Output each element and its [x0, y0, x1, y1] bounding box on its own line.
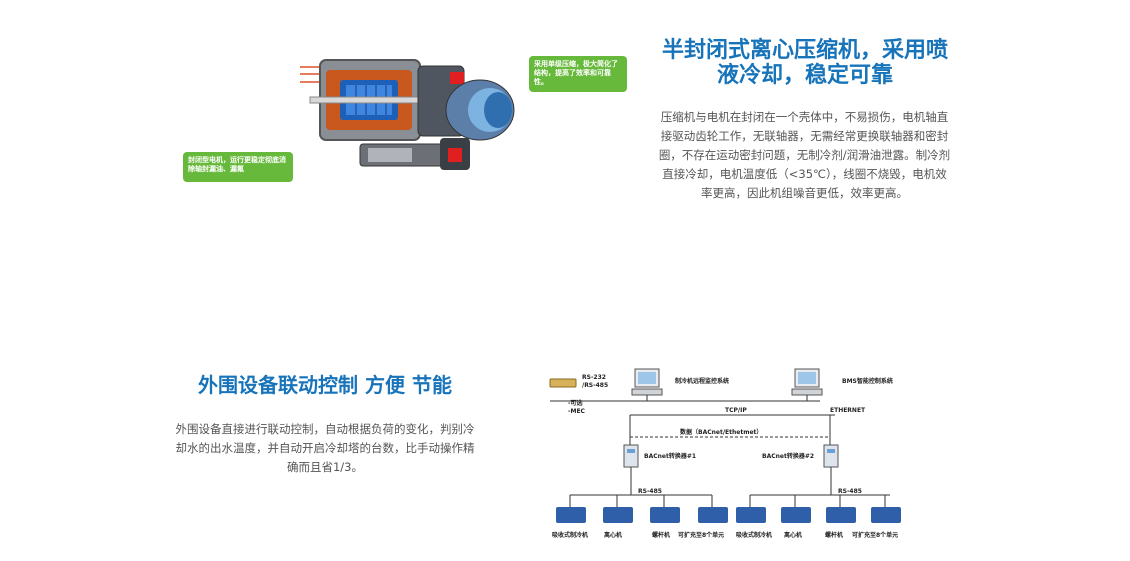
label-bms-system: BMS智能控制系统 [842, 377, 893, 385]
label-remote-system: 制冷机远程监控系统 [675, 377, 729, 385]
chiller-icon [603, 507, 633, 523]
bacnet-converter-1-icon [623, 444, 639, 468]
section1-body: 压缩机与电机在封闭在一个壳体中，不易损伤，电机轴直接驱动齿轮工作，无联轴器，无需… [658, 110, 951, 200]
chiller-icon [826, 507, 856, 523]
chiller-icon [871, 507, 901, 523]
label-rs485-right: RS-485 [838, 488, 862, 495]
chiller-group-right [736, 495, 901, 523]
label-right-3: 可扩充至8个单元 [852, 531, 898, 539]
label-converter2: BACnet转换器#2 [762, 452, 814, 460]
chiller-icon [781, 507, 811, 523]
label-left-3: 可扩充至8个单元 [678, 531, 724, 539]
compressor-cutaway-image [300, 59, 515, 170]
chiller-group-left [556, 495, 728, 523]
chiller-icon [736, 507, 766, 523]
label-rs485-top: /RS-485 [582, 382, 608, 389]
callout-sealed-motor: 封闭型电机，运行更稳定彻底消除轴封漏油、漏氟 [183, 152, 293, 182]
label-ethernet: ETHERNET [830, 407, 866, 414]
network-control-diagram: RS-232 /RS-485 -可选 -MEC 制冷机远程监控系统 BMS智能控… [549, 368, 901, 539]
label-mec: -MEC [568, 408, 586, 415]
remote-monitor-computer-icon [631, 368, 663, 396]
label-left-0: 吸收式制冷机 [552, 531, 588, 539]
label-right-1: 离心机 [784, 531, 802, 539]
label-converter1: BACnet转换器#1 [644, 452, 696, 460]
bms-computer-icon [791, 368, 823, 396]
label-data-bus: 数据（BACnet/Ethetmet） [680, 428, 762, 436]
label-right-0: 吸收式制冷机 [736, 531, 772, 539]
bacnet-converter-2-icon [823, 444, 839, 468]
label-tcpip: TCP/IP [725, 407, 747, 414]
section2-title: 外围设备联动控制 方便 节能 [198, 373, 452, 397]
chiller-icon [556, 507, 586, 523]
chiller-icon [698, 507, 728, 523]
label-right-2: 螺杆机 [825, 531, 843, 539]
chiller-icon [650, 507, 680, 523]
callout-single-stage-compression: 采用单级压缩，极大简化了结构，提高了效率和可靠性。 [529, 56, 627, 92]
modem-icon [549, 378, 577, 388]
section1-title: 半封闭式离心压缩机，采用喷液冷却，稳定可靠 [661, 38, 948, 88]
label-left-2: 螺杆机 [652, 531, 670, 539]
section2-body: 外围设备直接进行联动控制，自动根据负荷的变化，判别冷却水的出水温度，并自动开启冷… [175, 422, 475, 474]
label-rs232: RS-232 [582, 374, 606, 381]
label-rs485-left: RS-485 [638, 488, 662, 495]
label-left-1: 离心机 [604, 531, 622, 539]
label-optional: -可选 [568, 399, 583, 407]
